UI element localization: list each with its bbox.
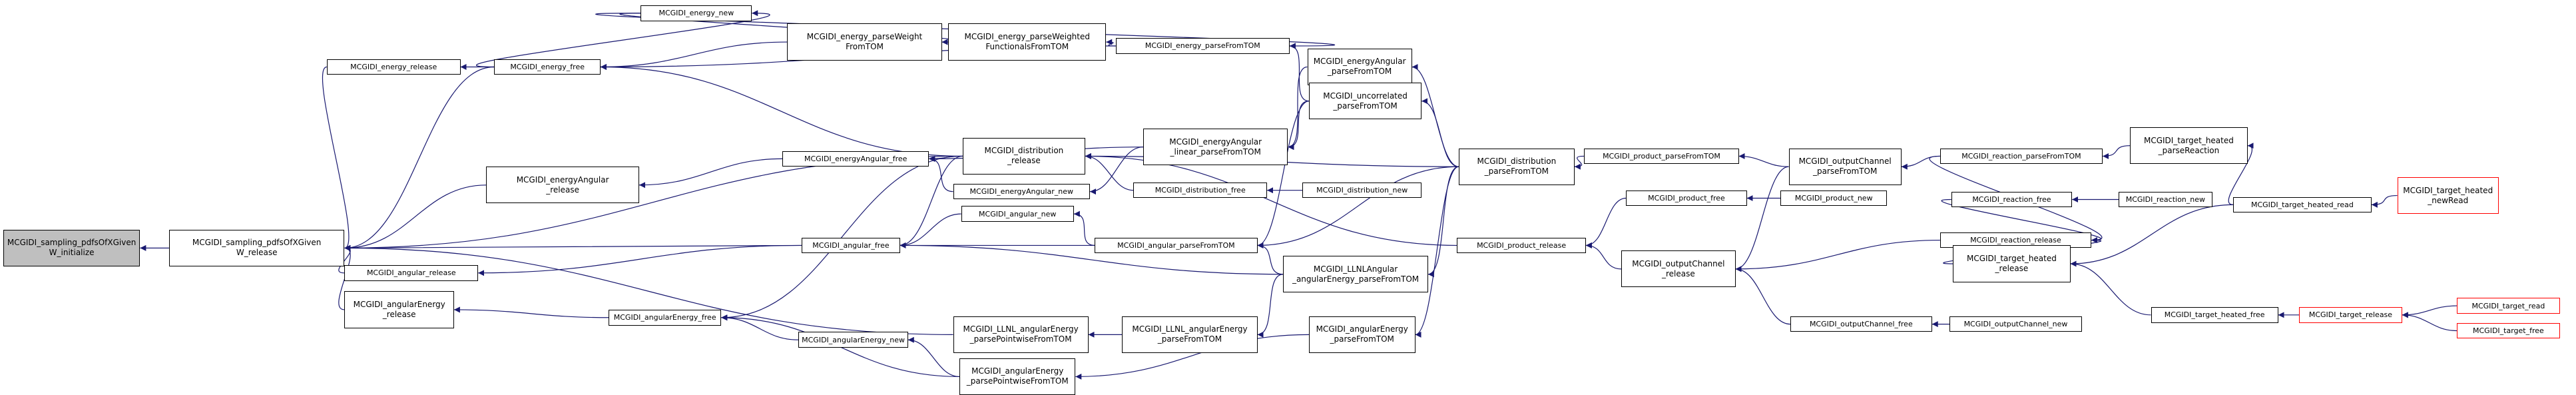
node-outputchannel-parsefromtom[interactable]: MCGIDI_outputChannel _parseFromTOM <box>1788 148 1902 185</box>
edge-n10-n9 <box>1106 39 1116 47</box>
edge-n36-n35 <box>1735 266 1790 325</box>
node-angular-release[interactable]: MCGIDI_angular_release <box>344 264 479 281</box>
edge-n23-n22 <box>1257 242 1284 275</box>
node-uncorrelated-parsefromtom[interactable]: MCGIDI_uncorrelated _parseFromTOM <box>1308 83 1422 120</box>
node-energy-release[interactable]: MCGIDI_energy_release <box>326 59 461 75</box>
edge-n28-n27 <box>907 336 960 378</box>
edge-n19-n29 <box>1415 166 1459 338</box>
node-llnl-angularenergy-parsepointwisefromtom[interactable]: MCGIDI_LLNL_angularEnergy _parsePointwis… <box>953 316 1089 353</box>
edge-n13-n12 <box>1090 147 1143 195</box>
node-target-free[interactable]: MCGIDI_target_free <box>2457 322 2560 339</box>
node-target-heated-read[interactable]: MCGIDI_target_heated_read <box>2232 197 2372 213</box>
edge-n23-n25 <box>1257 274 1284 338</box>
node-angularenergy-release[interactable]: MCGIDI_angularEnergy _release <box>344 291 454 328</box>
node-reaction-free[interactable]: MCGIDI_reaction_free <box>1951 191 2073 208</box>
edge-n39-n41 <box>1941 198 2102 244</box>
node-angularenergy-parsepointwisefromtom[interactable]: MCGIDI_angularEnergy _parsePointwiseFrom… <box>959 358 1076 395</box>
edge-n24-n1 <box>344 244 953 335</box>
node-energyangular-parsefromtom[interactable]: MCGIDI_energyAngular _parseFromTOM <box>1307 48 1412 86</box>
edge-n49-n47 <box>2402 312 2457 332</box>
edge-n30-n19 <box>1574 155 1585 170</box>
edge-n15-n22 <box>1257 101 1310 248</box>
node-reaction-parsefromtom[interactable]: MCGIDI_reaction_parseFromTOM <box>1939 148 2103 165</box>
node-distribution-release[interactable]: MCGIDI_distribution _release <box>963 137 1085 175</box>
edge-n46-n45 <box>2371 195 2398 208</box>
edge-n8-n7 <box>600 41 788 70</box>
node-target-release[interactable]: MCGIDI_target_release <box>2299 307 2402 323</box>
edge-n48-n47 <box>2402 305 2457 318</box>
node-llnl-angularenergy-parsefromtom[interactable]: MCGIDI_LLNL_angularEnergy _parseFromTOM <box>1122 316 1258 353</box>
edge-n19-n23 <box>1427 166 1459 278</box>
edge-n32-n31 <box>1585 197 1627 248</box>
edge-n42-n38 <box>2103 145 2131 159</box>
edge-n15-n10 <box>1289 43 1309 102</box>
edge-n34-n30 <box>1738 153 1789 167</box>
node-reaction-new[interactable]: MCGIDI_reaction_new <box>2119 191 2212 208</box>
edge-n2-n1 <box>322 66 351 251</box>
edge-n16-n20 <box>900 155 963 248</box>
node-sampling-pdfsofxgivenw-release[interactable]: MCGIDI_sampling_pdfsOfXGiven W_release <box>168 229 345 266</box>
node-product-parsefromtom[interactable]: MCGIDI_product_parseFromTOM <box>1584 148 1739 165</box>
node-energy-parseweightedfunctionalsfromtom[interactable]: MCGIDI_energy_parseWeighted FunctionalsF… <box>948 23 1107 61</box>
node-product-new[interactable]: MCGIDI_product_new <box>1780 190 1888 206</box>
node-product-release[interactable]: MCGIDI_product_release <box>1457 237 1586 254</box>
node-target-read[interactable]: MCGIDI_target_read <box>2457 298 2560 314</box>
edge-n23-n20 <box>900 242 1284 275</box>
edge-n45-n42 <box>2228 143 2254 205</box>
edge-n20-n4 <box>478 244 802 276</box>
node-distribution-new[interactable]: MCGIDI_distribution_new <box>1302 182 1422 198</box>
edge-n19-n15 <box>1421 98 1459 167</box>
node-energy-free[interactable]: MCGIDI_energy_free <box>494 59 601 75</box>
node-product-free[interactable]: MCGIDI_product_free <box>1626 190 1747 206</box>
edge-n14-n13 <box>1288 66 1308 151</box>
edge-n45-n43 <box>2070 204 2233 267</box>
edge-n16-n1 <box>344 155 963 251</box>
node-llnlangular-angularenergy-parsefromtom[interactable]: MCGIDI_LLNLAngular _angularEnergy_parseF… <box>1283 256 1428 293</box>
node-outputchannel-release[interactable]: MCGIDI_outputChannel _release <box>1621 250 1736 288</box>
node-energy-parsefromtom[interactable]: MCGIDI_energy_parseFromTOM <box>1115 38 1290 54</box>
edge-n35-n31 <box>1585 242 1622 270</box>
node-target-heated-free[interactable]: MCGIDI_target_heated_free <box>2151 307 2278 323</box>
node-angularenergy-parsefromtom[interactable]: MCGIDI_angularEnergy _parseFromTOM <box>1308 316 1416 353</box>
edge-n7-n1 <box>344 66 495 251</box>
edge-n16-n7 <box>600 64 963 157</box>
node-outputchannel-free[interactable]: MCGIDI_outputChannel_free <box>1790 316 1932 332</box>
node-distribution-free[interactable]: MCGIDI_distribution_free <box>1133 182 1268 198</box>
node-angular-parsefromtom[interactable]: MCGIDI_angular_parseFromTOM <box>1095 237 1258 254</box>
node-distribution-parsefromtom[interactable]: MCGIDI_distribution _parseFromTOM <box>1458 148 1575 185</box>
edge-n19-n22 <box>1257 166 1459 248</box>
edge-n41-n35 <box>1735 239 1940 272</box>
edge-n15-n13 <box>1288 101 1309 151</box>
edge-n27-n26 <box>721 314 799 340</box>
edge-n29-n28 <box>1075 334 1309 380</box>
edge-n17-n16 <box>1085 153 1134 191</box>
edge-n22-n21 <box>1073 210 1095 246</box>
node-target-heated-newread[interactable]: MCGIDI_target_heated _newRead <box>2397 177 2499 214</box>
edge-n34-n35 <box>1735 166 1789 272</box>
node-energy-parseweightfromtom[interactable]: MCGIDI_energy_parseWeight FromTOM <box>787 23 942 61</box>
node-energyangular-linear-parsefromtom[interactable]: MCGIDI_energyAngular _linear_parseFromTO… <box>1143 129 1288 166</box>
node-target-heated-release[interactable]: MCGIDI_target_heated _release <box>1953 245 2071 282</box>
node-energy-new[interactable]: MCGIDI_energy_new <box>641 5 752 21</box>
node-angularenergy-free[interactable]: MCGIDI_angularEnergy_free <box>609 309 722 326</box>
edge-n26-n5 <box>453 306 609 318</box>
node-energyangular-release[interactable]: MCGIDI_energyAngular _release <box>486 167 639 204</box>
node-angular-new[interactable]: MCGIDI_angular_new <box>961 206 1074 222</box>
node-outputchannel-new[interactable]: MCGIDI_outputChannel_new <box>1949 316 2082 332</box>
edge-n20-n1 <box>344 244 802 251</box>
node-target-heated-parsereaction[interactable]: MCGIDI_target_heated _parseReaction <box>2130 127 2248 165</box>
edge-n7-n6 <box>476 10 770 68</box>
edge-n31-n16 <box>1085 153 1457 246</box>
node-energyangular-new[interactable]: MCGIDI_energyAngular_new <box>953 183 1091 200</box>
node-angularenergy-new[interactable]: MCGIDI_angularEnergy_new <box>798 332 908 348</box>
edge-n44-n43 <box>2070 260 2151 316</box>
node-energyangular-free[interactable]: MCGIDI_energyAngular_free <box>782 151 929 167</box>
node-angular-free[interactable]: MCGIDI_angular_free <box>802 237 900 254</box>
edge-n21-n20 <box>900 213 961 248</box>
edge-n3-n1 <box>344 185 487 251</box>
node-sampling-pdfsofxgivenw-initialize[interactable]: MCGIDI_sampling_pdfsOfXGiven W_initializ… <box>3 229 140 266</box>
edge-n11-n3 <box>639 158 783 189</box>
edge-n38-n34 <box>1901 155 1940 170</box>
node-reaction-release[interactable]: MCGIDI_reaction_release <box>1939 232 2092 248</box>
